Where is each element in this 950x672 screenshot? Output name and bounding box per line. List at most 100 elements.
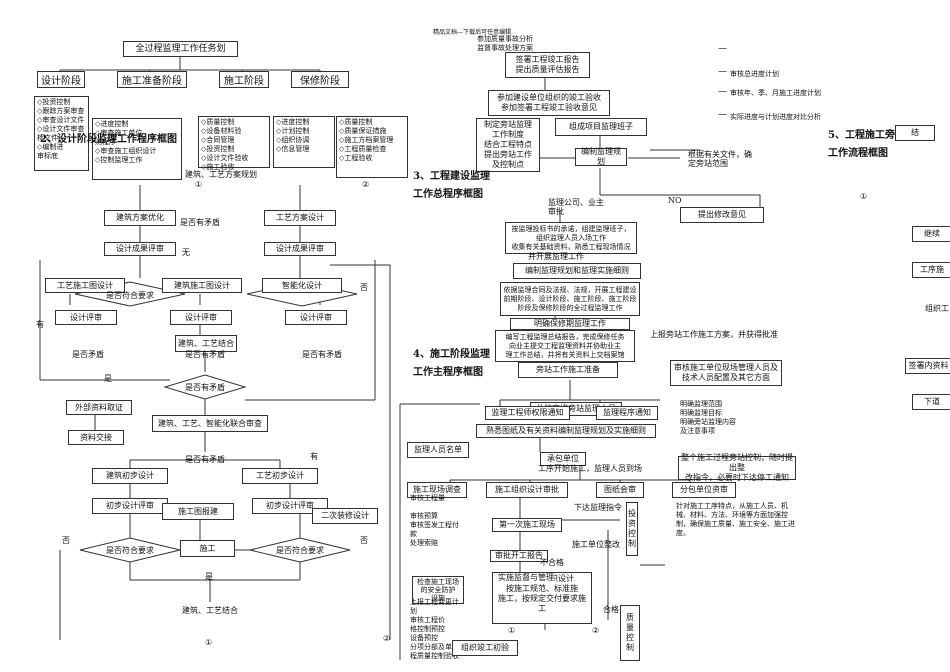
is-conflict: 是否有矛盾 [180, 218, 220, 227]
doc-header: 精品文档---下载后可任意编辑 [433, 29, 512, 36]
inspect: 检查施工现场 的安全防护 设施 [412, 576, 464, 604]
process-draw: 工艺施工图设计 [45, 278, 125, 293]
mark-2b: ② [383, 634, 391, 643]
dash-mark: — [718, 44, 727, 54]
has-conflict-d: 是否有矛盾 [185, 382, 225, 392]
site-standby: 旁站工作施工准备 [518, 362, 618, 378]
has-conflict-e: 是否有矛盾 [185, 455, 225, 464]
site-text: 针对施工工序特点，从施工人员、机 械、材料、方法、环境等方面加强控 制，确保施工… [676, 502, 795, 537]
quality: 质 量 控 制 [620, 605, 640, 661]
prelim-review-a: 初步设计评审 [92, 498, 168, 514]
right-item-1: 审核年、季、月施工进度计划 [730, 89, 821, 97]
meets-req-a: 是否符合要求 [106, 545, 154, 555]
big-box: 依据监理合同及法规、法规，开展工程建设 前期阶段、设计阶段、施工阶段、施工阶段 … [500, 282, 640, 316]
start-review: 审批开工报告 [490, 550, 548, 562]
sub-review: 分包单位资审 [672, 482, 736, 498]
yes-label-2: 是 [205, 572, 213, 581]
mark-1c: ① [508, 626, 516, 635]
attend-accept: 参加建设单位组织的竣工验收 参加签署工程竣工验收意见 [488, 90, 610, 116]
list-left: 审核预算 审核签发工程付 款 处理索赔 [410, 512, 459, 547]
make-rules: 编制监理规划 [575, 147, 627, 166]
combine: 建筑、工艺结合 [175, 335, 237, 352]
construct-note: 审核工程量 [410, 494, 445, 502]
left-overlay-title: 2、设计阶段监理工作程序框图 [40, 134, 177, 145]
list-left-2: 上报工程变更计 划 审核工程价 格控制预控 设备预控 分项分部及单位工 程质量控… [410, 598, 466, 660]
right-mark-1: ① [860, 192, 868, 201]
design-review-c: 设计评审 [285, 310, 347, 325]
implement: 实施监督与管理 [498, 573, 554, 582]
no-label-3: 否 [360, 536, 368, 545]
mark-2c: ② [592, 626, 600, 635]
heading-5: 5、工程施工旁站监理工作流程框图 [828, 130, 925, 159]
org-accept: 组织竣工初验 [452, 640, 518, 656]
col-design: ◇投资控制 ◇跟踪方案审查 ◇审查设计文件 ◇设计文件审查 标文件 ◇编制进 审… [34, 96, 89, 171]
yes-side: 有 [36, 320, 44, 329]
first-meeting: 第一次施工现场 [492, 518, 562, 532]
review-2: 设计成果评审 [264, 242, 336, 256]
staff-list: 监理人员名单 [407, 442, 469, 458]
site-review: 审核施工单位现场管理人员及 技术人员配置及其它方面 [670, 360, 782, 386]
has-conflict-a: 是否矛盾 [72, 350, 104, 359]
draw-build: 施工图报建 [162, 503, 234, 520]
per-docs: 根据有关文件，确 定旁站范围 [688, 150, 752, 168]
col-prep: ◇进度控制 ◇审查施工单位 测程序 ◇审查施工组织设计 ◇控制监理工作 [92, 118, 182, 180]
issue-cmd: 下达监理指令 [574, 503, 622, 512]
sign-report: 签署工程竣工报告 提出质量评估报告 [505, 52, 590, 78]
phase-design: 设计阶段 [37, 71, 85, 88]
col-construct: ◇质量控制 ◇设备材料验 ◇合同管理 ◇投资控制 ◇设计文件验收 ◇施工验收 [198, 116, 270, 171]
design-review-b: 设计评审 [170, 310, 232, 325]
no-label: NO [668, 196, 682, 205]
joint-review: 建筑、工艺、智能化联合审查 [152, 415, 268, 432]
plan-work: 并开展监理工作 [528, 252, 584, 261]
data-exchange: 资料交接 [68, 430, 124, 445]
process-scheme: 工艺方案设计 [264, 210, 336, 226]
monitor: 整个施工过程旁站控制，随时提出整 改指令，必要时下达停工通知 [678, 453, 796, 482]
eng-power: 监理工程师权限通知 [485, 406, 570, 420]
box-down: 下道 [912, 394, 950, 410]
box-top-right: 结 [895, 125, 935, 141]
rules-compile: 编制监理规划和监理实施细则 [513, 263, 641, 279]
right-item-2: 实际进度与计划进度对比分析 [730, 113, 821, 121]
top-note-1: 参加质量事故分析 [477, 35, 533, 43]
box-continue: 继续 [912, 226, 950, 242]
clarify: 明确监理范围 明确监理目标 明确旁站监理内容 及注意事项 [680, 400, 736, 435]
dash-mark-2: — [718, 67, 727, 77]
notify: 监理程序通知 [596, 406, 658, 420]
familiar: 熟悉图纸及有关资料编制监理规划及实施细则 [476, 424, 656, 438]
left-title: 全过程监理工作任务划 [123, 41, 238, 57]
side-note: 上报旁站工作施工方案，并获得批准 [650, 330, 778, 339]
modify: 提出修改意见 [680, 207, 764, 223]
top-note-2: 监督事故处理方案 [477, 44, 533, 52]
yes-label: 是 [104, 374, 112, 383]
meets-req-b: 是否符合要求 [276, 545, 324, 555]
form-team: 组成项目监理班子 [555, 118, 647, 136]
has-conflict-b: 是否有矛盾 [185, 350, 225, 359]
right-item-0: 审核总进度计划 [730, 70, 779, 78]
clear-work: 明确保修期监理工作 [510, 318, 630, 330]
decor-design: 二次装修设计 [312, 508, 378, 524]
none-label: 无 [182, 248, 190, 257]
mark-2: ② [362, 180, 370, 189]
no-label: 否 [360, 283, 368, 292]
unqualified: 不合格 [540, 558, 564, 567]
drawing-meeting: 图纸会审 [596, 482, 644, 498]
construction: 施工 [180, 540, 235, 557]
site-survey: 施工现场调查 [407, 482, 467, 498]
box-top-right-label: 结 [911, 128, 919, 137]
dash-mark-3: — [718, 87, 727, 97]
subcontract: 承包单位 [540, 452, 586, 466]
phase-construct: 施工阶段 [219, 71, 269, 88]
process-prelim: 工艺初步设计 [242, 468, 318, 484]
invest: 投 资 控 制 [626, 502, 638, 556]
unit-rect: 施工单位整改 [572, 540, 620, 549]
review-1: 设计成果评审 [104, 242, 176, 256]
mark-1: ① [195, 180, 203, 189]
phase-prep: 施工准备阶段 [117, 71, 187, 88]
box-org: 组织工 [925, 304, 949, 313]
org-review: 施工组织设计审批 [486, 482, 568, 498]
arch-scheme: 建筑方案优化 [104, 210, 176, 226]
no-label-2: 否 [62, 536, 70, 545]
meets-req: 是否符合要求 [106, 290, 154, 300]
complete-work: 编写工程监理总结报告，完成保修任务 向业主提交工程监理资料并协助业主 理工作总结… [495, 330, 635, 362]
